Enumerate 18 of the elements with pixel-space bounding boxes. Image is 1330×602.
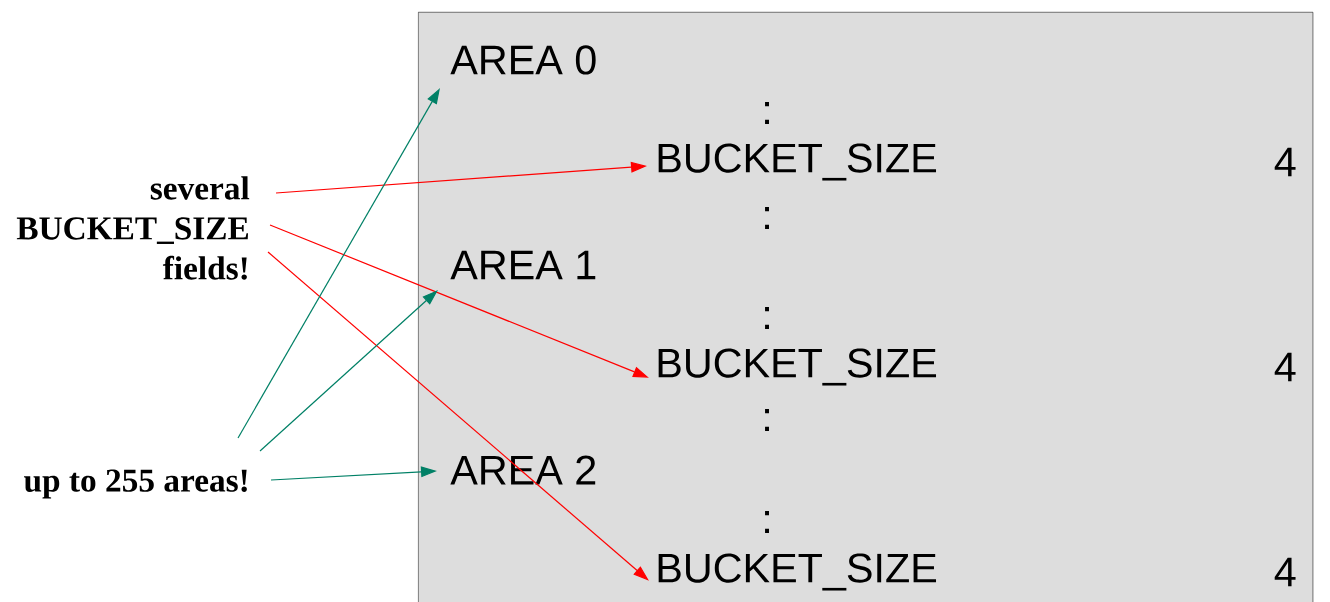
field-name: AREA 1 bbox=[450, 250, 596, 280]
field-name: BUCKET_SIZE bbox=[658, 143, 936, 181]
arrow bbox=[267, 251, 649, 581]
field-name: BUCKET_SIZE bbox=[658, 553, 936, 591]
colon-label: : bbox=[765, 102, 769, 124]
field-name: AREA 0 bbox=[450, 45, 596, 75]
note-text: several BUCKET_SIZE fields! bbox=[16, 176, 250, 280]
value-label: 4 bbox=[1274, 352, 1296, 382]
memory-box bbox=[418, 12, 1314, 602]
colon-label: : bbox=[765, 409, 769, 431]
arrow bbox=[259, 290, 438, 452]
field-name: BUCKET_SIZE bbox=[658, 348, 936, 386]
value-label: 4 bbox=[1274, 147, 1296, 177]
colon-label: : bbox=[765, 307, 769, 329]
note-text: up to 255 areas! bbox=[24, 469, 247, 499]
colon-label: : bbox=[765, 511, 769, 533]
colon-label: : bbox=[765, 207, 769, 229]
value-label: 4 bbox=[1274, 557, 1296, 587]
